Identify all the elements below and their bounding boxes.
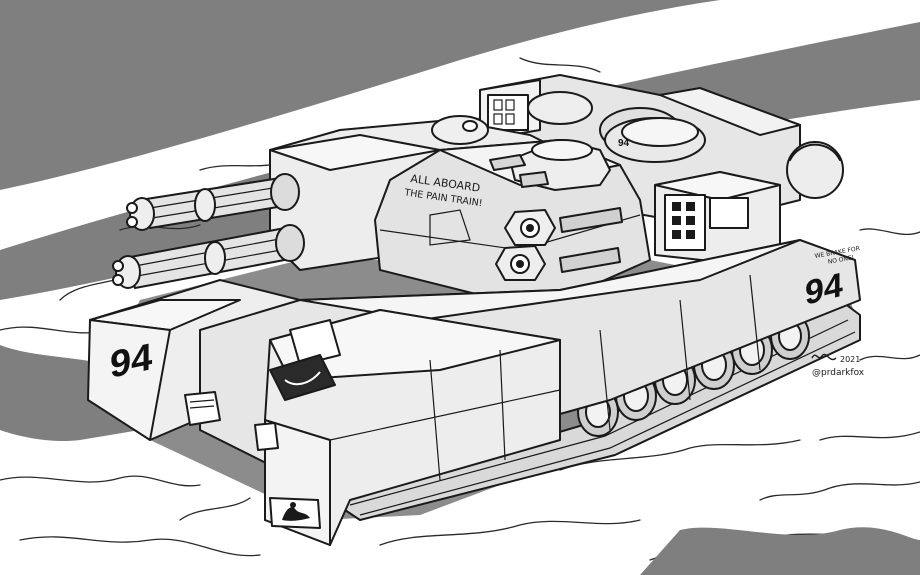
turret-body [269,115,781,301]
front-hull-number: 94 [110,335,153,387]
side-slogan-line2: NO ONE! [827,254,854,266]
gatling-guns [112,173,305,289]
pinup-silhouette-decal [269,497,321,529]
lower-gatling [112,224,305,289]
upper-gatling [126,173,300,231]
artist-signature: 2021 @prdarkfox [811,353,865,378]
lower-hull [87,239,861,546]
turret-number: 94 [618,138,630,149]
signature-year: 2021 [840,355,860,364]
signature-handle: @prdarkfox [812,368,865,378]
